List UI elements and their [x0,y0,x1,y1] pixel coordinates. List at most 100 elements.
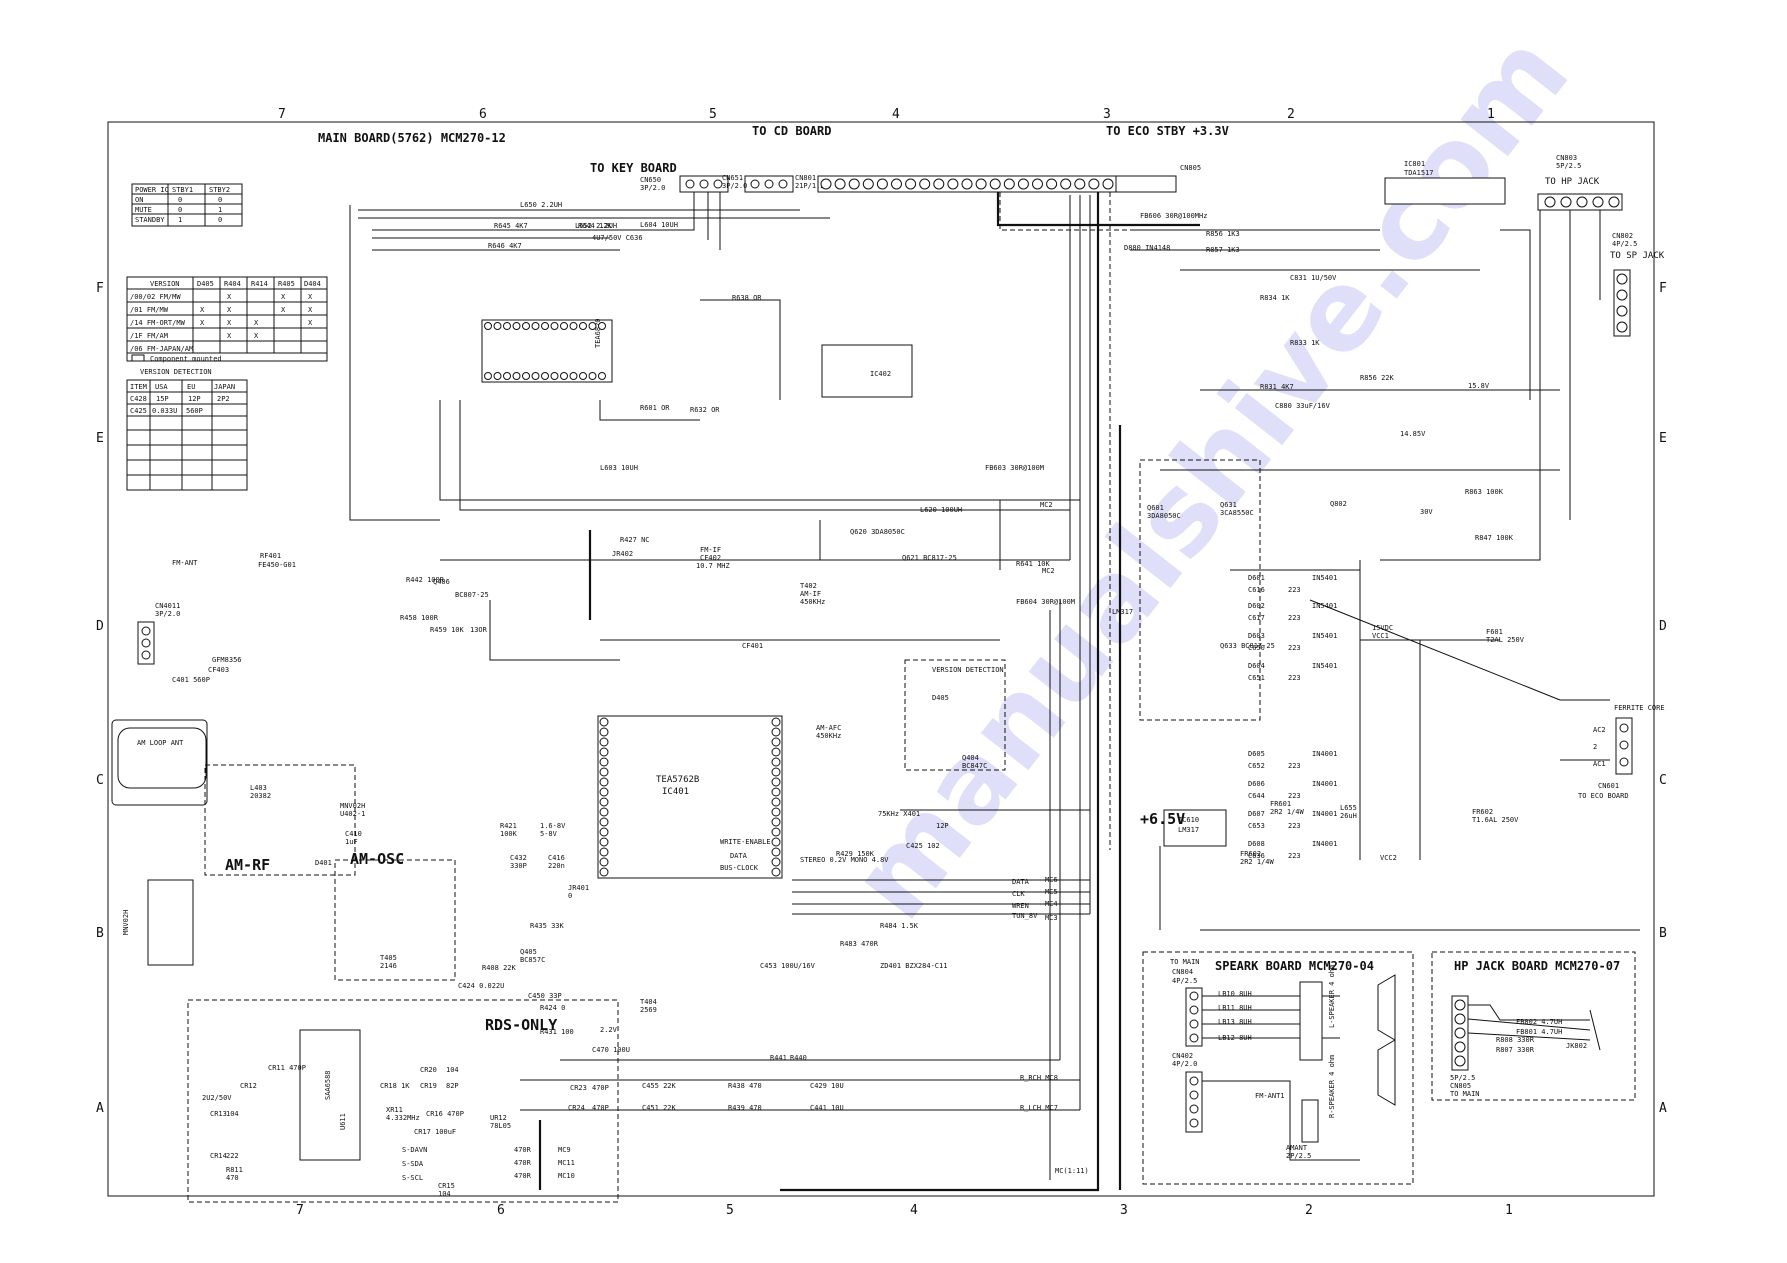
grid-col-3-bottom: 3 [1120,1203,1128,1218]
ic402-pin [550,372,559,380]
grid-rows-left: F E D C B A [96,281,104,1116]
cn801-pin [1074,178,1086,190]
svg-text:C410: C410 [345,830,362,838]
cn801-pin [1046,178,1058,190]
ic402-pin [541,372,549,380]
am-osc-region [334,859,456,981]
svg-text:D605: D605 [1248,750,1265,758]
svg-text:C425 102: C425 102 [906,842,940,850]
cn801-pin [989,178,1001,190]
svg-text:CN650: CN650 [640,176,661,184]
svg-text:R_LCH MC7: R_LCH MC7 [1020,1104,1058,1112]
svg-text:FR602: FR602 [1240,850,1261,858]
svg-text:L604 10UH: L604 10UH [640,221,678,229]
svg-text:C470 100U: C470 100U [592,1046,630,1054]
svg-text:D603: D603 [1248,632,1265,640]
svg-text:R405: R405 [278,280,295,288]
ic402-pin [503,372,511,380]
cn801-pin [891,178,902,190]
svg-text:1uF: 1uF [345,838,358,846]
svg-text:CF403: CF403 [208,666,229,674]
svg-text:X: X [227,293,232,301]
svg-text:0: 0 [178,206,182,214]
svg-text:R438 470: R438 470 [728,1082,762,1090]
svg-text:R431 100: R431 100 [540,1028,574,1036]
svg-text:CF401: CF401 [742,642,763,650]
svg-text:CN802: CN802 [1612,232,1633,240]
svg-text:BUS-CLOCK: BUS-CLOCK [720,864,759,872]
svg-text:EU: EU [187,383,195,391]
svg-text:Q633 BC817-25: Q633 BC817-25 [1220,642,1275,650]
grid-rows-right: F E D C B A [1659,281,1667,1116]
svg-text:T404: T404 [640,998,657,1006]
svg-text:CR15: CR15 [438,1182,455,1190]
svg-text:26uH: 26uH [1340,812,1357,820]
svg-text:TO MAIN: TO MAIN [1450,1090,1480,1098]
svg-text:IN4001: IN4001 [1312,750,1337,758]
ic401-pin [771,747,781,757]
grid-col-2-top: 2 [1287,107,1295,122]
ic402-pin [598,322,606,330]
svg-text:D405: D405 [197,280,214,288]
svg-text:R429 150K: R429 150K [836,850,875,858]
svg-text:R459 10K: R459 10K [430,626,465,634]
svg-text:L652 2.2UH: L652 2.2UH [575,222,617,230]
svg-text:R807 330R: R807 330R [1496,1046,1535,1054]
cn801-pin [1102,178,1114,190]
svg-text:1: 1 [218,206,222,214]
svg-text:L620 100UH: L620 100UH [920,506,962,514]
cn801-pin [834,178,846,190]
watermark: manualshive.com [826,10,1593,942]
svg-text:5P/2.5: 5P/2.5 [1556,162,1581,170]
ic402-pin [493,322,502,330]
svg-text:L603 10UH: L603 10UH [600,464,638,472]
svg-text:C880 33uF/16V: C880 33uF/16V [1275,402,1331,410]
svg-text:STBY1: STBY1 [172,186,193,194]
svg-text:IN5401: IN5401 [1312,574,1337,582]
ic401-pin [599,857,609,867]
svg-text:FB802 4.7UH: FB802 4.7UH [1516,1018,1562,1026]
svg-text:C450 33P: C450 33P [528,992,562,1000]
plus-6-5v-label: +6.5V [1140,810,1185,828]
svg-text:FERRITE CORE: FERRITE CORE [1614,704,1665,712]
svg-text:CR24: CR24 [568,1104,585,1112]
am-rf-region [204,764,356,876]
svg-text:Q631: Q631 [1220,501,1237,509]
svg-text:CR17 100uF: CR17 100uF [414,1128,456,1136]
eco-stby-heading: TO ECO STBY +3.3V [1106,124,1229,138]
ic402-pin [560,372,568,380]
svg-text:223: 223 [1288,674,1301,682]
svg-text:0: 0 [178,196,182,204]
svg-text:75KHz X401: 75KHz X401 [878,810,920,818]
svg-text:D606: D606 [1248,780,1265,788]
svg-text:C441 10U: C441 10U [810,1104,844,1112]
board-title: MAIN BOARD(5762) MCM270-12 [318,131,506,145]
svg-text:R833 1K: R833 1K [1290,339,1320,347]
svg-text:X: X [281,306,286,314]
svg-text:C650: C650 [1248,644,1265,652]
svg-text:X: X [308,293,313,301]
cn801-pin [1060,178,1072,190]
svg-text:15VDC: 15VDC [1372,624,1393,632]
cd-board-heading: TO CD BOARD [752,124,831,138]
svg-text:MC10: MC10 [558,1172,575,1180]
svg-text:D404: D404 [304,280,321,288]
svg-text:2U2/50V: 2U2/50V [202,1094,232,1102]
svg-text:0: 0 [568,892,572,900]
sp-jack-heading: TO SP JACK [1610,251,1665,261]
svg-text:L403: L403 [250,784,267,792]
cn601-connector: AC2 2 AC1 [1593,717,1633,775]
svg-text:TUN_8V: TUN_8V [1012,912,1038,920]
cn801-pin [961,178,973,190]
am-osc-label: AM-OSC [350,850,404,868]
svg-text:FR601: FR601 [1270,800,1291,808]
svg-text:T402: T402 [800,582,817,590]
cn801-pin [1003,178,1015,190]
svg-text:TO ECO BOARD: TO ECO BOARD [1578,792,1629,800]
svg-text:2146: 2146 [380,962,397,970]
ic402-pin [531,372,540,380]
svg-text:X: X [308,319,313,327]
svg-text:FR602: FR602 [1472,808,1493,816]
svg-text:SAA6588: SAA6588 [324,1070,332,1100]
svg-text:D880 IN4148: D880 IN4148 [1124,244,1170,252]
